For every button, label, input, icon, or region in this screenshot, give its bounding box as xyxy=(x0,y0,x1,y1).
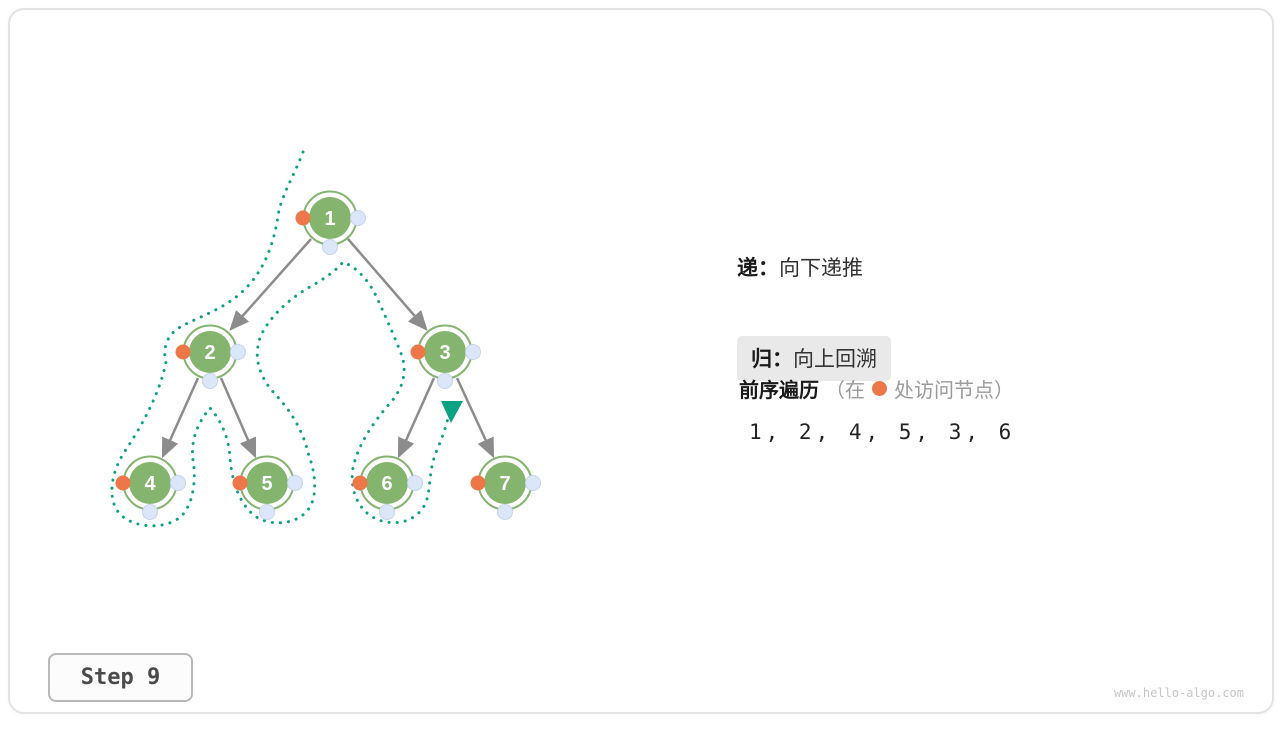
slot-dot-bottom xyxy=(437,373,453,389)
visit-dot-orange xyxy=(410,344,426,360)
tree-edges xyxy=(161,238,495,459)
tree-node-4: 4 xyxy=(115,455,186,520)
legend-recurse-term: 递： xyxy=(737,257,779,280)
figure-card: 1 2 3 xyxy=(8,8,1274,714)
slot-dot-right xyxy=(287,475,303,491)
legend-return-box: 归：向上回溯 xyxy=(737,336,891,381)
traversal-trace-path xyxy=(110,150,463,528)
legend-return-term: 归： xyxy=(751,348,793,371)
visit-dot-orange xyxy=(470,475,486,491)
slot-dot-right xyxy=(230,344,246,360)
edge-2-5 xyxy=(219,377,257,459)
visit-dot-orange xyxy=(175,344,191,360)
slot-dot-bottom xyxy=(379,504,395,520)
tree-node-7: 7 xyxy=(470,455,541,520)
traversal-note-suffix: 处访问节点） xyxy=(894,380,1014,402)
node-label: 3 xyxy=(439,342,450,364)
slot-dot-bottom xyxy=(322,239,338,255)
slot-dot-bottom xyxy=(497,504,513,520)
tree-node-6: 6 xyxy=(352,455,423,520)
step-indicator: Step 9 xyxy=(48,653,193,702)
binary-tree-diagram: 1 2 3 xyxy=(110,150,541,528)
slot-dot-right xyxy=(350,210,366,226)
traversal-note-prefix: （在 xyxy=(825,380,865,402)
legend-recurse-line: 递：向下递推 xyxy=(737,252,863,282)
visit-dot-orange xyxy=(115,475,131,491)
slot-dot-bottom xyxy=(259,504,275,520)
tree-node-3: 3 xyxy=(410,324,481,389)
slot-dot-right xyxy=(170,475,186,491)
node-label: 1 xyxy=(324,208,335,230)
trace-arrowhead xyxy=(441,401,463,423)
tree-nodes: 1 2 3 xyxy=(115,190,541,520)
slot-dot-right xyxy=(407,475,423,491)
watermark-url: www.hello-algo.com xyxy=(1113,686,1244,700)
edge-3-7 xyxy=(455,377,495,459)
edge-1-3 xyxy=(347,238,428,331)
tree-node-1: 1 xyxy=(295,190,366,255)
node-label: 2 xyxy=(204,342,215,364)
node-label: 4 xyxy=(144,473,156,495)
visit-dot-orange xyxy=(232,475,248,491)
node-label: 7 xyxy=(499,473,510,495)
edge-2-4 xyxy=(161,377,200,459)
slot-dot-bottom xyxy=(142,504,158,520)
edge-1-2 xyxy=(229,238,312,331)
legend-recurse-desc: 向下递推 xyxy=(779,257,863,280)
visit-dot-orange xyxy=(295,210,311,226)
slot-dot-right xyxy=(465,344,481,360)
node-label: 5 xyxy=(261,473,272,495)
node-label: 6 xyxy=(381,473,392,495)
edge-3-6 xyxy=(397,377,436,459)
visit-dot-legend-icon xyxy=(872,381,887,396)
slot-dot-bottom xyxy=(202,373,218,389)
step-label: Step 9 xyxy=(80,665,161,690)
legend-return-desc: 向上回溯 xyxy=(793,348,877,371)
traversal-caption: 前序遍历 （在 处访问节点） xyxy=(739,374,1014,403)
tree-node-5: 5 xyxy=(232,455,303,520)
traversal-note: （在 处访问节点） xyxy=(825,374,1014,403)
traversal-sequence: 1, 2, 4, 5, 3, 6 xyxy=(749,420,1016,444)
slot-dot-right xyxy=(525,475,541,491)
tree-node-2: 2 xyxy=(175,324,246,389)
traversal-title: 前序遍历 xyxy=(739,380,819,402)
visit-dot-orange xyxy=(352,475,368,491)
